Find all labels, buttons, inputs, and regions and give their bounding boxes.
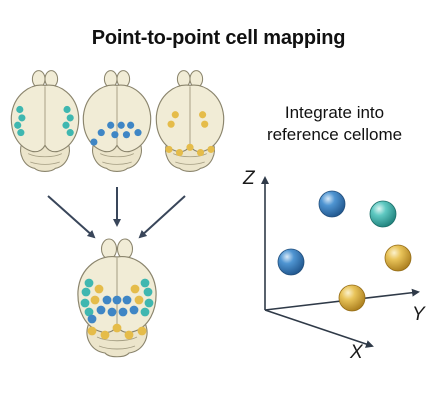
x-axis [264,309,374,348]
reference-brain-icon [77,238,157,358]
mapping-arrows [47,187,186,239]
cell-sphere-icon [338,284,366,312]
source-brain-blue-icon [82,70,152,173]
y-axis-label: Y [412,304,425,325]
page-title: Point-to-point cell mapping [91,27,346,49]
source-brain-teal-icon [10,70,80,173]
subtitle-line-1: Integrate into [284,103,385,122]
cell-sphere-icon [277,248,305,276]
subtitle: Integrate into reference cellome [232,102,437,146]
cell-spheres [277,190,412,312]
x-axis-label: X [350,342,363,363]
cell-sphere-icon [318,190,346,218]
z-axis-label: Z [243,168,255,189]
cell-sphere-icon [369,200,397,228]
cell-sphere-icon [384,244,412,272]
subtitle-line-2: reference cellome [266,125,403,144]
source-brain-yellow-icon [155,70,225,173]
